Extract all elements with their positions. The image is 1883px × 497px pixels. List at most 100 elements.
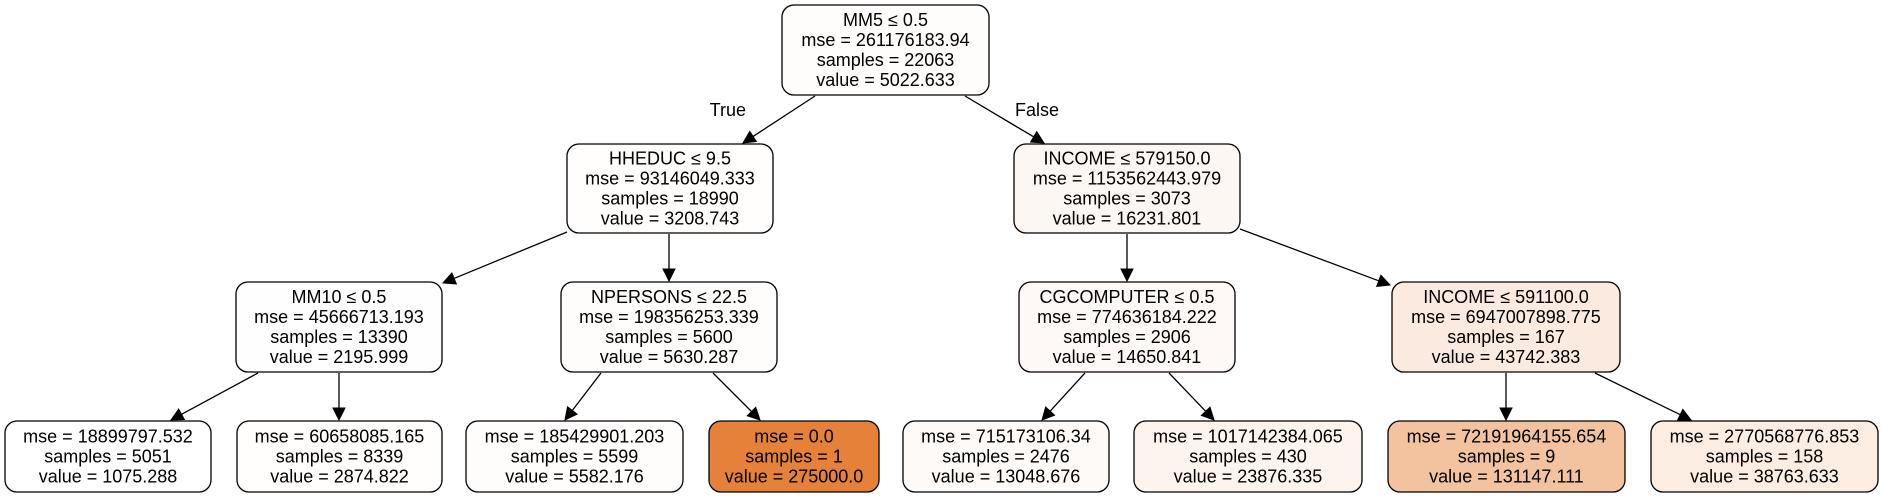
node-box (566, 143, 774, 234)
arrowhead-icon (662, 268, 676, 283)
edge-line (712, 372, 752, 412)
edge-n4-to-n10 (712, 372, 761, 421)
node-text-line: INCOME ≤ 591100.0 (1423, 287, 1589, 307)
node-text-line: value = 14650.841 (1053, 347, 1202, 367)
edge-line (453, 231, 568, 280)
node-box (1391, 281, 1621, 373)
node-text-line: mse = 0.0 (754, 427, 834, 447)
node-text-line: samples = 167 (1447, 327, 1565, 347)
node-box (1013, 143, 1241, 234)
node-text-line: samples = 9 (1458, 447, 1556, 467)
node-text-line: samples = 1 (745, 447, 843, 467)
node-text-line: samples = 22063 (817, 50, 955, 70)
arrowhead-icon (742, 130, 758, 144)
node-text-line: mse = 774636184.222 (1037, 307, 1217, 327)
node-box (1018, 281, 1236, 373)
arrowhead-icon (564, 405, 579, 421)
node-box (465, 420, 684, 493)
edge-n6-to-n14 (1594, 372, 1693, 421)
edge-n1-to-n3 (441, 231, 568, 285)
edge-label-true: True (710, 100, 746, 120)
node-text-line: mse = 93146049.333 (585, 169, 755, 189)
node-text-line: samples = 430 (1189, 447, 1307, 467)
edge-line (1049, 372, 1086, 412)
edge-n3-to-n7 (170, 372, 259, 421)
node-text-line: value = 5582.176 (505, 467, 644, 487)
node-box (4, 420, 212, 493)
arrowhead-icon (170, 408, 186, 421)
node-text-line: value = 275000.0 (725, 467, 864, 487)
arrowhead-icon (1029, 130, 1045, 144)
node-box (708, 420, 880, 493)
node-text-line: mse = 45666713.193 (254, 307, 424, 327)
edge-n5-to-n11 (1041, 372, 1086, 421)
edge-line (752, 95, 816, 137)
edge-n6-to-n13 (1499, 373, 1513, 422)
arrowhead-icon (1676, 408, 1693, 421)
node-text-line: samples = 18990 (601, 189, 739, 209)
edge-line (1239, 228, 1379, 282)
node-text-line: MM5 ≤ 0.5 (843, 10, 928, 30)
node-text-line: value = 2874.822 (270, 467, 409, 487)
node-text-line: samples = 5600 (605, 327, 733, 347)
node-text-line: value = 131147.111 (1429, 467, 1584, 487)
edge-n4-to-n9 (564, 372, 602, 421)
node-box (236, 420, 443, 493)
node-text-line: mse = 715173106.34 (921, 427, 1091, 447)
edge-n2-to-n6 (1239, 228, 1392, 288)
node-text-line: mse = 6947007898.775 (1411, 307, 1601, 327)
node-text-line: mse = 60658085.165 (255, 427, 425, 447)
node-box (560, 281, 778, 373)
node-text-line: mse = 198356253.339 (579, 307, 759, 327)
node-text-line: samples = 3073 (1063, 189, 1191, 209)
arrowhead-icon (1499, 407, 1513, 422)
node-box (781, 4, 990, 96)
edge-line (1594, 372, 1681, 416)
edge-line (964, 95, 1035, 138)
node-text-line: value = 23876.335 (1174, 467, 1323, 487)
arrowhead-icon (1375, 274, 1392, 288)
node-text-line: value = 3208.743 (601, 209, 740, 229)
arrowhead-icon (441, 271, 458, 285)
node-box (1133, 420, 1363, 493)
node-text-line: value = 16231.801 (1053, 209, 1202, 229)
node-text-line: samples = 8339 (276, 447, 404, 467)
node-text-line: samples = 13390 (270, 327, 408, 347)
edge-n5-to-n12 (1168, 372, 1215, 421)
arrowhead-icon (746, 406, 761, 421)
node-text-line: value = 5630.287 (600, 347, 739, 367)
node-text-line: NPERSONS ≤ 22.5 (591, 287, 747, 307)
node-text-line: mse = 185429901.203 (485, 427, 665, 447)
node-text-line: value = 43742.383 (1432, 347, 1581, 367)
node-text-line: samples = 2906 (1063, 327, 1191, 347)
node-text-line: samples = 158 (1706, 447, 1824, 467)
arrowhead-icon (1041, 406, 1056, 421)
node-text-line: mse = 18899797.532 (23, 427, 193, 447)
node-text-line: samples = 5051 (44, 447, 172, 467)
node-text-line: CGCOMPUTER ≤ 0.5 (1040, 287, 1215, 307)
node-text-line: INCOME ≤ 579150.0 (1044, 149, 1211, 169)
edge-line (181, 372, 259, 415)
node-text-line: samples = 5599 (511, 447, 639, 467)
node-text-line: value = 2195.999 (270, 347, 409, 367)
node-box (235, 281, 443, 373)
node-text-line: value = 5022.633 (816, 70, 955, 90)
arrowhead-icon (1200, 406, 1215, 421)
node-box (902, 420, 1110, 493)
